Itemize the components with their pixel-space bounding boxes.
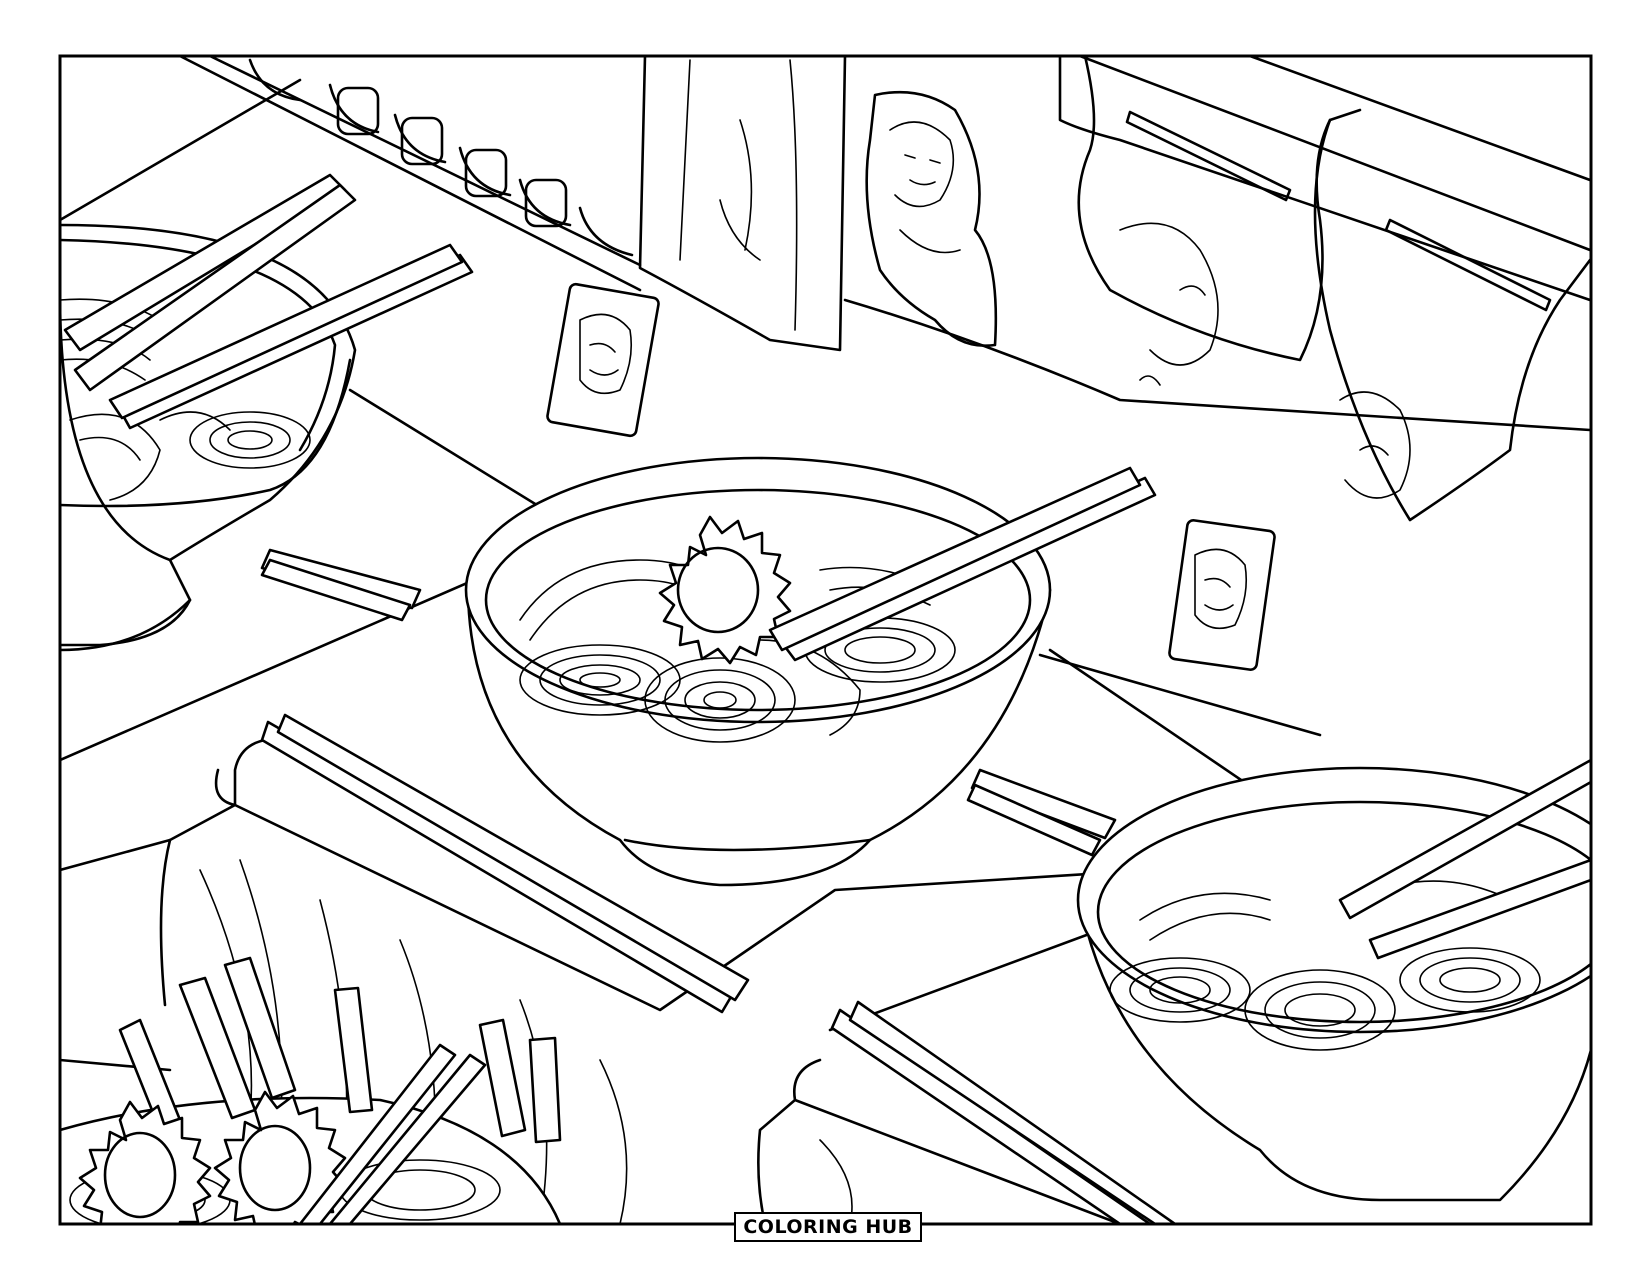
brand-label: COLORING HUB xyxy=(743,1216,913,1238)
hanging-cloth xyxy=(638,56,847,352)
poster-geisha xyxy=(865,90,998,347)
noren-curtains xyxy=(1077,56,1591,522)
bowl-bottom-left xyxy=(60,956,562,1224)
bowl-center xyxy=(260,456,1157,1014)
talisman-right xyxy=(1168,519,1276,671)
egg-center xyxy=(658,515,792,665)
bowl-right xyxy=(830,758,1591,1224)
bowl-top-left xyxy=(60,173,474,652)
back-shelf xyxy=(60,56,642,292)
brand-badge: COLORING HUB xyxy=(734,1212,922,1242)
talisman-left xyxy=(546,282,660,438)
